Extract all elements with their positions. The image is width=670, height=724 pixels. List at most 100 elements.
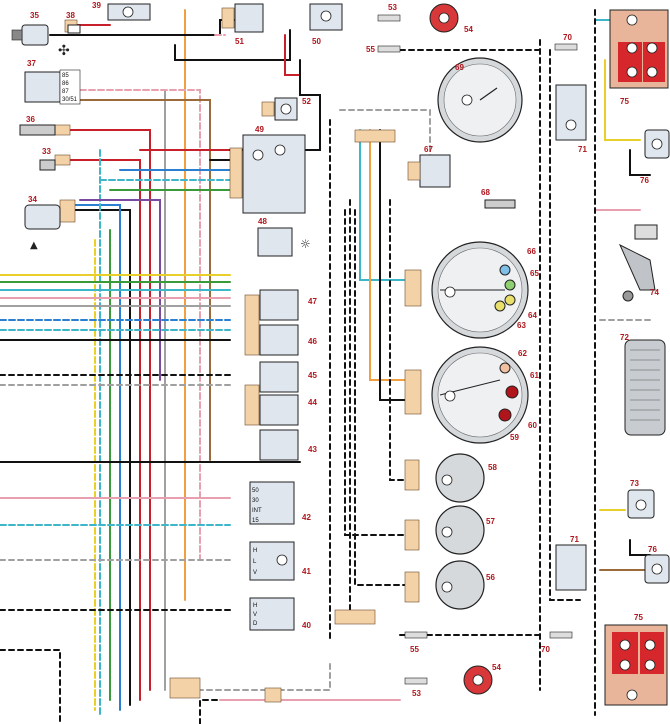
- connector-strip: [169, 677, 201, 699]
- component-41: H L V 41: [249, 541, 311, 581]
- label-69: 69: [455, 63, 464, 72]
- connector-strip: [54, 124, 71, 136]
- component-37: 85 86 87 30/51 37: [24, 59, 81, 105]
- label-71-top: 71: [578, 145, 587, 154]
- label-62: 62: [518, 349, 527, 358]
- component-70-top: 70: [554, 33, 578, 51]
- component-53-top: 53: [377, 3, 401, 22]
- label-57: 57: [486, 517, 495, 526]
- wire-black: [379, 129, 411, 401]
- switch42-pin-30: 30: [252, 498, 259, 504]
- wire-black: [549, 49, 581, 601]
- component-71-top: 71: [555, 84, 587, 154]
- connector-strip: [334, 609, 376, 625]
- label-71-bottom: 71: [570, 535, 579, 544]
- label-50: 50: [312, 37, 321, 46]
- component-75-bottom: 75: [604, 613, 668, 706]
- label-40: 40: [302, 621, 311, 630]
- component-57: 57: [435, 505, 495, 555]
- component-70-bottom: 70: [541, 631, 573, 654]
- component-51: 51: [221, 3, 264, 46]
- label-58: 58: [488, 463, 497, 472]
- connector-strip: [264, 687, 282, 703]
- component-42: 50 30 INT 15 42: [249, 481, 311, 525]
- switch41-pin-l: L: [253, 559, 257, 565]
- connector-strip: [229, 147, 243, 199]
- fan-icon: ✣: [58, 43, 70, 59]
- switch40-pin-v: V: [253, 612, 257, 618]
- warning-icon: ▲: [30, 240, 38, 251]
- relay-stack: 47 46 45 44 43: [259, 289, 317, 461]
- relay37-pin-85: 85: [62, 73, 69, 79]
- label-38: 38: [66, 11, 75, 20]
- label-64: 64: [528, 311, 537, 320]
- label-36: 36: [26, 115, 35, 124]
- label-55-top: 55: [366, 45, 375, 54]
- switch40-pin-d: D: [253, 621, 258, 627]
- component-55-bottom: 55: [404, 631, 428, 654]
- relay37-pin-87: 87: [62, 89, 69, 95]
- wire-red: [69, 129, 151, 691]
- connector-strip: [59, 199, 76, 223]
- sun-icon: ☼: [300, 237, 311, 251]
- wire-yellow: [604, 59, 641, 141]
- connector-strip: [404, 369, 422, 415]
- connector-strip: [404, 571, 420, 603]
- label-76-bottom: 76: [648, 545, 657, 554]
- component-50: 50: [309, 3, 343, 46]
- label-51: 51: [235, 37, 244, 46]
- label-75-top: 75: [620, 97, 629, 106]
- component-54-bottom: 54: [463, 663, 501, 695]
- label-76-top: 76: [640, 176, 649, 185]
- component-56: 56: [435, 560, 495, 610]
- wire-black: [344, 209, 411, 536]
- label-54-bottom: 54: [492, 663, 501, 672]
- component-67: 67: [407, 145, 451, 188]
- wire-black: [629, 539, 651, 556]
- relay37-pin-86: 86: [62, 81, 69, 87]
- label-47: 47: [308, 297, 317, 306]
- component-34: ▲ 34: [24, 195, 61, 251]
- wire-red: [284, 34, 301, 76]
- switch41-pin-v: V: [253, 570, 257, 576]
- label-52: 52: [302, 97, 311, 106]
- wire-red: [69, 159, 141, 701]
- wire-grey: [179, 659, 331, 691]
- label-49: 49: [255, 125, 264, 134]
- switch41-pin-h: H: [253, 548, 257, 554]
- label-75-bottom: 75: [634, 613, 643, 622]
- component-76-top: 76: [640, 129, 670, 185]
- component-74: 74: [618, 224, 659, 302]
- wire-orange: [369, 129, 411, 381]
- component-54-top: 54: [429, 3, 473, 34]
- label-73: 73: [630, 479, 639, 488]
- component-58: 58: [435, 453, 497, 503]
- wire-black: [389, 199, 411, 481]
- label-61: 61: [530, 371, 539, 380]
- label-63: 63: [517, 321, 526, 330]
- component-76-bottom: 76: [644, 545, 670, 584]
- label-70-bottom: 70: [541, 645, 550, 654]
- wire-black: [59, 209, 131, 706]
- label-53-top: 53: [388, 3, 397, 12]
- label-66: 66: [527, 247, 536, 256]
- connector-strip: [54, 154, 71, 166]
- label-74: 74: [650, 288, 659, 297]
- switch42-pin-50: 50: [252, 488, 259, 494]
- component-73: 73: [627, 479, 655, 519]
- label-35: 35: [30, 11, 39, 20]
- label-48: 48: [258, 217, 267, 226]
- component-38: 38: [66, 11, 81, 34]
- label-72: 72: [620, 333, 629, 342]
- relay37-pin-30: 30/51: [62, 97, 78, 103]
- component-55-top: 55: [366, 45, 401, 54]
- label-39: 39: [92, 1, 101, 10]
- component-72: 72: [620, 333, 666, 436]
- connector-strips: [54, 19, 422, 703]
- component-75-top: 75: [609, 9, 669, 106]
- label-53-bottom: 53: [412, 689, 421, 698]
- connector-strip: [244, 294, 260, 356]
- component-36: 36: [19, 115, 56, 136]
- label-59: 59: [510, 433, 519, 442]
